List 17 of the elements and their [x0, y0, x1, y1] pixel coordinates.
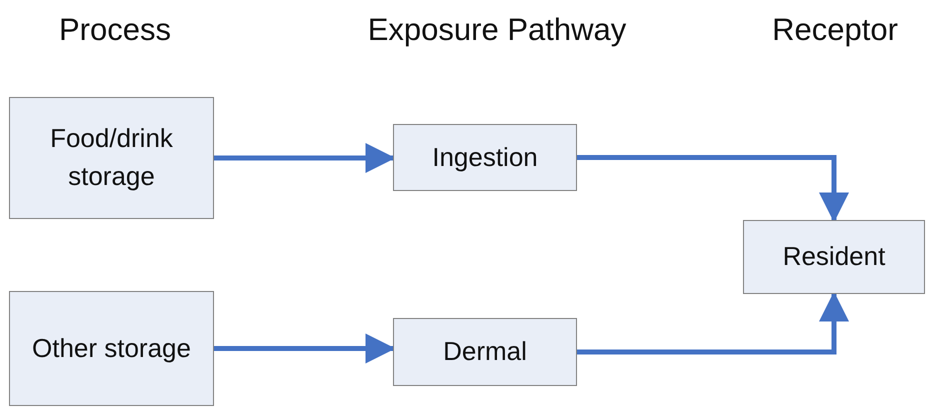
- arrow: [577, 155, 849, 222]
- process-box: [743, 220, 925, 294]
- column-heading: Receptor: [772, 12, 898, 48]
- box-label: Food/drink storage: [49, 122, 174, 193]
- process-box: [393, 124, 577, 191]
- column-heading: Process: [59, 12, 171, 48]
- process-box: [9, 97, 214, 219]
- column-heading: Exposure Pathway: [368, 12, 626, 48]
- arrow: [214, 334, 396, 364]
- box-label: Resident: [782, 240, 886, 274]
- box-label: Ingestion: [431, 140, 539, 174]
- box-label: Other storage: [31, 332, 192, 365]
- process-box: [9, 291, 214, 406]
- arrow: [577, 292, 849, 354]
- arrow: [214, 143, 396, 173]
- process-box: [393, 318, 577, 386]
- box-label: Dermal: [442, 335, 528, 368]
